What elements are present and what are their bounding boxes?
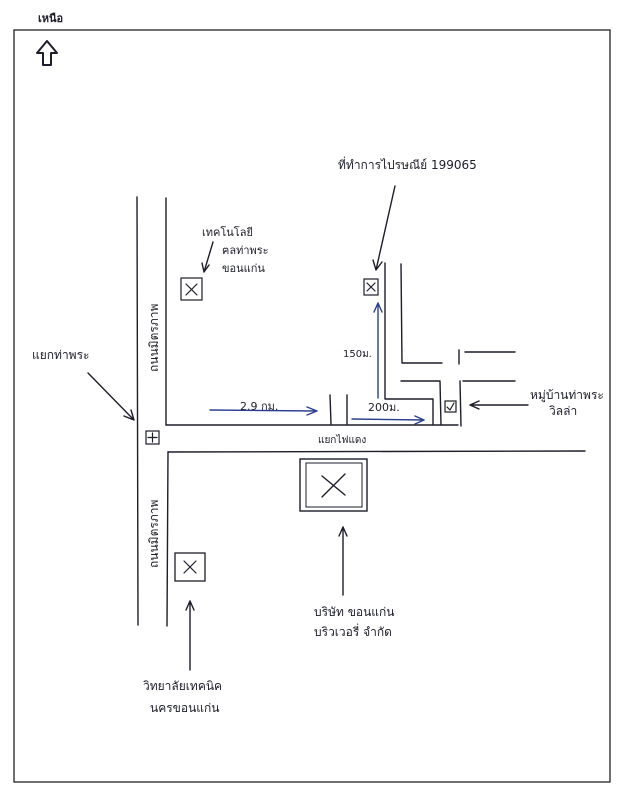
road-label-mittraphap-lower: ถนนมิตรภาพ <box>147 500 161 568</box>
post-office-marker <box>363 278 379 296</box>
north-arrow-icon <box>36 40 58 66</box>
village-pointer-arrow <box>469 400 529 410</box>
technical-college-label-line1: เทคโนโลยี <box>202 225 253 239</box>
post-office-pointer-arrow <box>372 185 396 271</box>
company-pointer-arrow <box>338 526 348 596</box>
vocational-college-label-line1: วิทยาลัยเทคนิค <box>143 679 222 693</box>
technical-college-marker <box>180 277 203 301</box>
page-border <box>13 29 611 783</box>
route-arrow-short <box>351 415 425 425</box>
technical-college-pointer-arrow <box>201 241 214 273</box>
road-label-mittraphap-upper: ถนนมิตรภาพ <box>147 304 161 372</box>
junction-marker <box>145 430 160 445</box>
village-label-line2: วิลล่า <box>549 404 577 418</box>
side-streets <box>329 262 516 427</box>
vocational-college-marker <box>174 552 206 582</box>
east-west-road <box>165 424 586 453</box>
junction-pointer-arrow <box>87 372 135 421</box>
distance-main: 2.9 กม. <box>240 400 278 413</box>
village-label-line1: หมู่บ้านท่าพระ <box>530 388 604 403</box>
route-arrow-main <box>209 406 318 416</box>
technical-college-label-line2: ฅลท่าพระ <box>222 244 269 257</box>
village-marker <box>444 400 457 413</box>
vocational-college-label-line2: นครขอนแก่น <box>150 701 220 715</box>
post-office-label: ที่ทำการไปรษณีย์ 199065 <box>338 156 477 172</box>
mittraphap-road <box>136 196 169 627</box>
tha-phra-junction-label: แยกท่าพระ <box>32 348 89 362</box>
company-label-line2: บริวเวอรี่ จำกัด <box>314 623 392 639</box>
company-label-line1: บริษัท ขอนแก่น <box>314 605 395 619</box>
route-arrow-vertical <box>373 302 383 399</box>
vocational-college-pointer-arrow <box>185 600 195 671</box>
technical-college-label-line3: ขอนแก่น <box>222 262 265 275</box>
company-marker <box>299 458 368 512</box>
north-label: เหนือ <box>38 12 63 25</box>
distance-vertical: 150ม. <box>343 349 372 360</box>
distance-short: 200ม. <box>368 401 400 414</box>
road-label-red-light: แยกไฟแดง <box>318 434 366 446</box>
